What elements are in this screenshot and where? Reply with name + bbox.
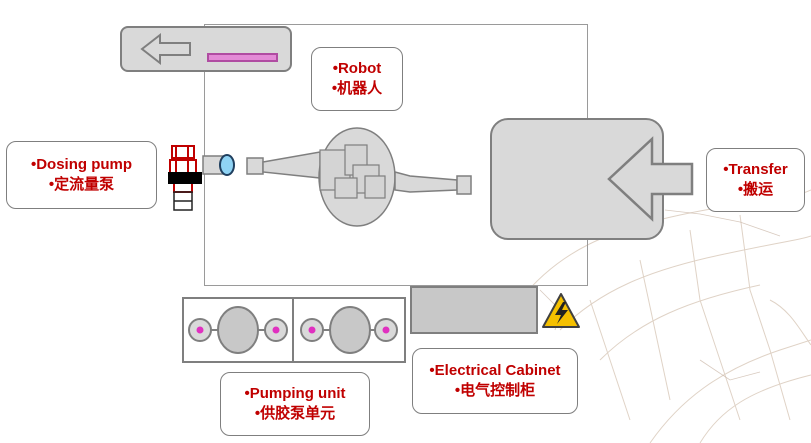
label-electrical-cabinet-en: •Electrical Cabinet — [429, 362, 561, 379]
electrical-cabinet — [410, 286, 538, 334]
label-transfer-zh: •搬运 — [737, 181, 774, 198]
left-arrow-icon — [607, 136, 694, 222]
label-electrical-cabinet-zh: •电气控制柜 — [454, 382, 536, 399]
label-dosing-pump-en: •Dosing pump — [30, 156, 133, 173]
label-pumping-unit-zh: •供胶泵单元 — [254, 405, 336, 422]
label-electrical-cabinet: •Electrical Cabinet •电气控制柜 — [412, 348, 578, 414]
label-dosing-pump: •Dosing pump •定流量泵 — [6, 141, 157, 209]
label-robot: •Robot •机器人 — [311, 47, 403, 111]
pumping-unit-left — [188, 306, 288, 354]
dosing-pump-device — [168, 145, 202, 211]
label-transfer-en: •Transfer — [723, 161, 788, 178]
label-pumping-unit-en: •Pumping unit — [244, 385, 346, 402]
pumping-unit-right — [300, 306, 398, 354]
pink-conveyor-segment — [207, 53, 278, 62]
pumping-unit-divider — [292, 297, 294, 363]
high-voltage-warning-icon — [542, 293, 580, 328]
label-pumping-unit: •Pumping unit •供胶泵单元 — [220, 372, 370, 436]
left-arrow-icon — [140, 32, 191, 66]
robot-drawing — [202, 127, 472, 227]
label-transfer: •Transfer •搬运 — [706, 148, 805, 212]
label-robot-zh: •机器人 — [331, 80, 383, 97]
label-dosing-pump-zh: •定流量泵 — [48, 176, 115, 193]
label-robot-en: •Robot — [332, 60, 382, 77]
